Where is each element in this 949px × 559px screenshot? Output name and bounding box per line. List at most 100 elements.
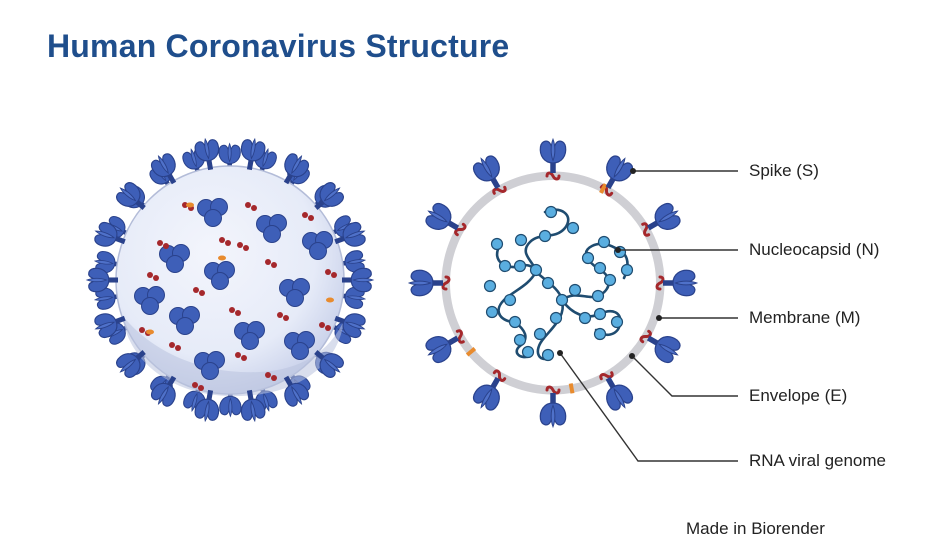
spike-head-icon: [286, 289, 304, 307]
virion-surface-proteins: [134, 198, 337, 391]
virion-3d: [86, 136, 374, 424]
nucleocapsid-protein-icon: [549, 311, 563, 325]
diagram-title: Human Coronavirus Structure: [47, 28, 510, 64]
nucleocapsid-protein-icon: [597, 235, 611, 249]
virion-cross-section: [408, 138, 698, 428]
spike-head-icon: [291, 342, 309, 360]
surface-spike-trimer: [134, 286, 165, 315]
nucleocapsid-protein-icon: [508, 315, 522, 329]
nucleocapsid-protein-icon: [591, 289, 605, 303]
leader-line-rna: [559, 352, 738, 462]
surface-spike-trimer: [284, 331, 315, 360]
membrane-protein-dot: [241, 355, 247, 361]
membrane-protein-dot: [265, 259, 271, 265]
nucleocapsid-protein-icon: [593, 307, 607, 321]
surface-spike-trimer: [279, 278, 310, 307]
spike-icon: [539, 138, 567, 174]
nucleocapsid-protein-icon: [498, 259, 512, 273]
membrane-protein-dot: [245, 202, 251, 208]
nucleocapsid-protein-icon: [544, 205, 558, 219]
membrane-protein-icon: [455, 329, 465, 344]
nucleocapsid-protein-icon: [503, 293, 517, 307]
membrane-protein-dot: [325, 269, 331, 275]
nucleocapsid-protein-icon: [541, 348, 555, 362]
nucleocapsid-protein-icon: [483, 279, 497, 293]
surface-spike-trimer: [194, 351, 225, 380]
membrane-protein-dot: [271, 375, 277, 381]
spike-head-icon: [309, 242, 327, 260]
membrane-protein-icon: [599, 371, 614, 381]
membrane-protein-dot: [271, 262, 277, 268]
membrane-proteins: [441, 171, 665, 395]
membrane-protein-dot: [251, 205, 257, 211]
surface-spike-trimer: [204, 261, 235, 290]
membrane-protein-dot: [302, 212, 308, 218]
membrane-protein-dot: [157, 240, 163, 246]
membrane-protein-dot: [139, 327, 145, 333]
membrane-protein-dot: [163, 243, 169, 249]
envelope-protein-icon: [465, 347, 477, 357]
label-membrane: Membrane (M): [749, 308, 861, 327]
nucleocapsid-protein-icon: [555, 293, 569, 307]
membrane-protein-dot: [219, 237, 225, 243]
label-envelope: Envelope (E): [749, 386, 848, 405]
nucleocapsid-protein-icon: [529, 263, 543, 277]
surface-spike-trimer: [169, 306, 200, 335]
surface-spike-trimer: [234, 321, 265, 350]
membrane-protein-dot: [193, 287, 199, 293]
spike-head-icon: [176, 317, 194, 335]
nucleocapsid-protein-icon: [485, 305, 499, 319]
nucleocapsid-protein-icon: [568, 283, 582, 297]
membrane-protein-dot: [235, 310, 241, 316]
membrane-protein-icon: [454, 222, 467, 237]
membrane-protein-icon: [641, 222, 651, 237]
label-rna-genome: RNA viral genome: [749, 451, 887, 470]
nucleocapsid-protein-icon: [513, 259, 527, 273]
membrane-protein-dot: [169, 342, 175, 348]
nucleocapsid-protein-icon: [620, 263, 634, 277]
membrane-protein-dot: [198, 385, 204, 391]
membrane-protein-dot: [235, 352, 241, 358]
spike-icon: [408, 269, 444, 297]
nucleocapsid-protein-icon: [533, 327, 547, 341]
nucleocapsid-protein-icon: [610, 315, 624, 329]
nucleocapsid-protein-icon: [581, 251, 595, 265]
leader-lines: [557, 168, 738, 462]
spike-icon: [662, 269, 698, 297]
spike-head-icon: [263, 225, 281, 243]
virion-shadow: [122, 315, 344, 397]
envelope-protein-dot: [326, 297, 334, 303]
envelope-protein-icon: [599, 183, 608, 194]
membrane-protein-dot: [192, 382, 198, 388]
spike-head-icon: [211, 272, 229, 290]
membrane-protein-dot: [153, 275, 159, 281]
surface-spike-trimer: [256, 214, 287, 243]
nucleocapsid-protein-icon: [514, 233, 528, 247]
spike-icon: [539, 392, 567, 428]
spike-head-icon: [166, 255, 184, 273]
label-nucleocapsid: Nucleocapsid (N): [749, 240, 880, 259]
spike-head-icon: [141, 297, 159, 315]
membrane-protein-icon: [441, 275, 451, 291]
membrane-protein-dot: [319, 322, 325, 328]
envelope-protein-dot: [186, 202, 194, 208]
membrane-protein-icon: [655, 275, 665, 291]
membrane-protein-dot: [182, 202, 188, 208]
envelope-protein-dot: [218, 255, 226, 261]
membrane-protein-dot: [237, 242, 243, 248]
credit-text: Made in Biorender: [686, 519, 825, 538]
nucleocapsid-protein-icon: [521, 345, 535, 359]
membrane-protein-dot: [265, 372, 271, 378]
envelope-protein-icon: [568, 383, 575, 394]
membrane-protein-dot: [175, 345, 181, 351]
membrane-protein-dot: [277, 312, 283, 318]
surface-spike-trimer: [197, 198, 228, 227]
spike-head-icon: [204, 209, 222, 227]
membrane-protein-dot: [225, 240, 231, 246]
membrane-protein-dot: [325, 325, 331, 331]
surface-spike-trimer: [302, 231, 333, 260]
nucleocapsid-proteins: [483, 205, 634, 362]
spike-head-icon: [201, 362, 219, 380]
nucleocapsid-protein-icon: [541, 276, 555, 290]
